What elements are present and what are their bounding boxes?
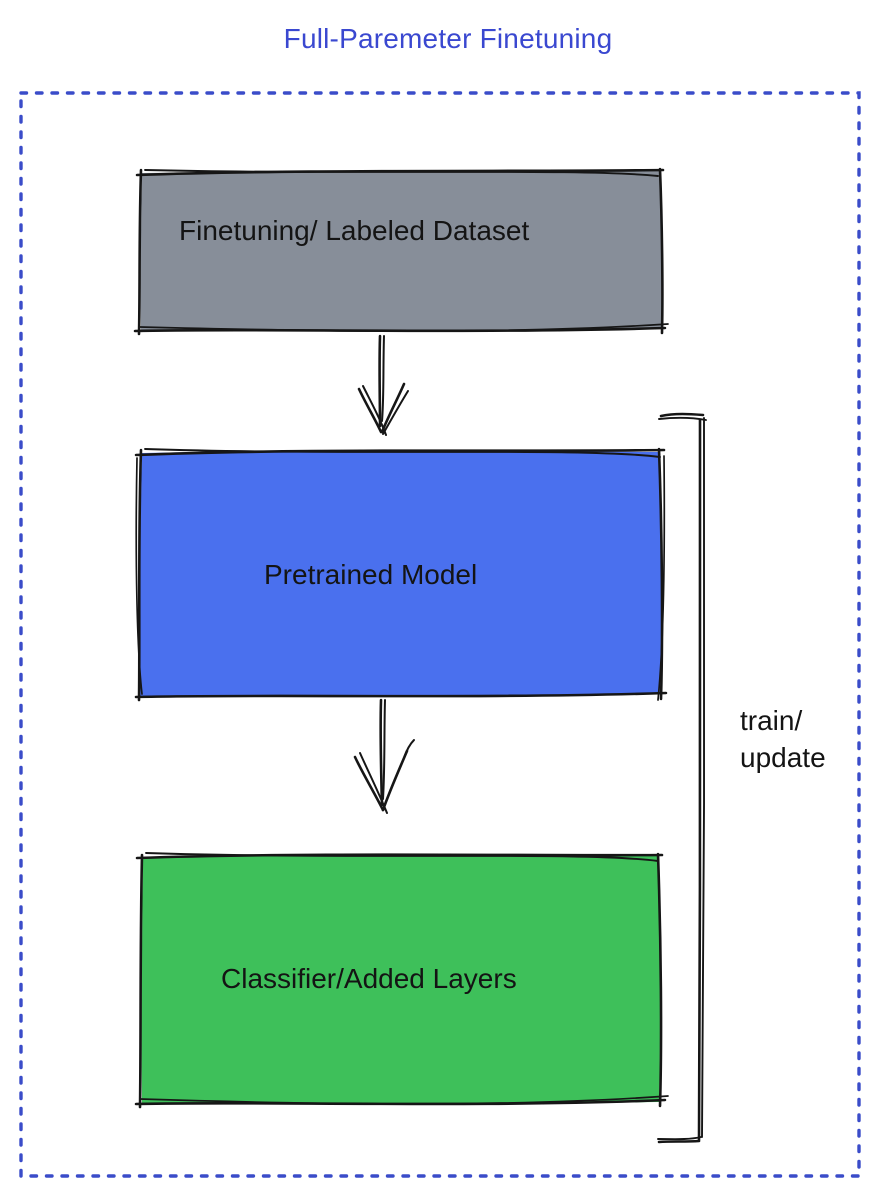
bracket-label: train/ update xyxy=(740,705,826,773)
pretrained-to-classifier-arrow xyxy=(353,698,415,814)
dashed-frame xyxy=(19,91,861,1178)
dataset-box-label: Finetuning/ Labeled Dataset xyxy=(179,215,530,246)
classifier-box xyxy=(141,855,661,1104)
dataset-box-outline xyxy=(133,167,669,336)
classifier-box-label: Classifier/Added Layers xyxy=(221,963,517,994)
dataset-to-pretrained-arrow xyxy=(357,334,409,436)
train-update-bracket xyxy=(657,412,707,1144)
sketch-strokes xyxy=(133,167,707,1144)
dataset-box xyxy=(140,171,662,331)
pretrained-model-box-label: Pretrained Model xyxy=(264,559,478,590)
pretrained-model-box xyxy=(139,450,662,696)
pretrained-model-box-outline xyxy=(134,447,668,702)
classifier-box-outline xyxy=(134,852,669,1109)
diagram-title: Full-Paremeter Finetuning xyxy=(283,23,613,54)
